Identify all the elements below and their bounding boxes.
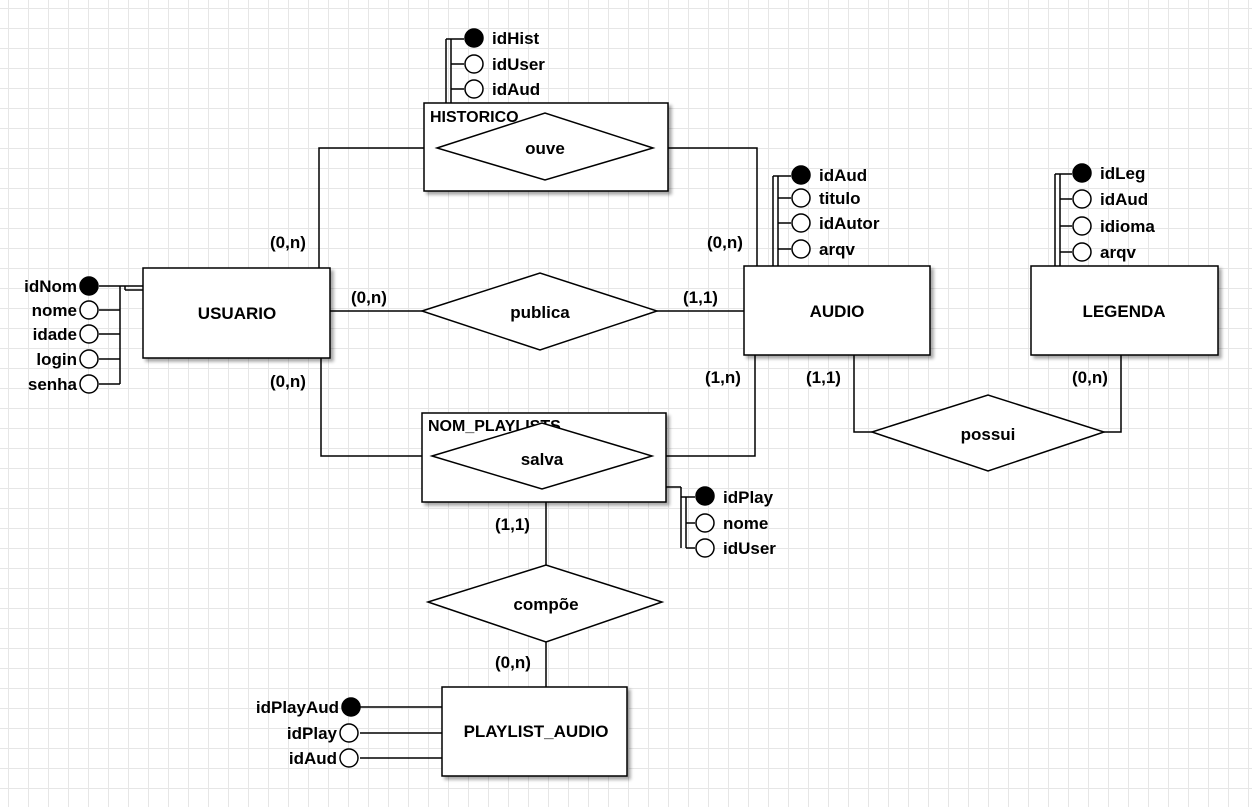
attributes-playlist-audio: idPlayAud idPlay idAud — [256, 697, 361, 768]
attribute: idAud — [1100, 190, 1148, 209]
cardinality-label: (0,n) — [270, 233, 306, 252]
attribute-icon — [1072, 189, 1092, 209]
relationship-compoe-label: compõe — [513, 595, 578, 614]
attribute: idHist — [492, 29, 540, 48]
cardinality-label: (1,1) — [683, 288, 718, 307]
associative-entity-historico[interactable]: HISTORICO ouve — [423, 102, 669, 192]
primary-key-icon — [1072, 163, 1092, 183]
attribute: idLeg — [1100, 164, 1145, 183]
attribute: nome — [723, 514, 768, 533]
attribute-icon — [339, 723, 359, 743]
attribute: idade — [33, 325, 77, 344]
relationship-publica-label: publica — [510, 303, 570, 322]
cardinality-label: (1,n) — [705, 368, 741, 387]
entity-usuario[interactable]: USUARIO — [142, 267, 331, 359]
entity-playlist-audio[interactable]: PLAYLIST_AUDIO — [441, 686, 628, 777]
cardinalities: (0,n) (0,n) (0,n) (1,1) (0,n) (1,n) (1,1… — [270, 233, 1108, 672]
attribute-icon — [695, 538, 715, 558]
attributes-legenda: idLeg idAud idioma arqv — [1072, 163, 1155, 262]
attribute-icon — [464, 79, 484, 99]
relationship-publica[interactable]: publica — [419, 272, 660, 351]
connection-lines — [99, 38, 1122, 759]
entity-usuario-label: USUARIO — [198, 304, 276, 323]
relationship-salva-label: salva — [521, 450, 564, 469]
attribute: arqv — [819, 240, 855, 259]
attribute: idAutor — [819, 214, 880, 233]
attributes-audio: idAud titulo idAutor arqv — [791, 165, 880, 259]
relationship-ouve-label: ouve — [525, 139, 565, 158]
primary-key-icon — [791, 165, 811, 185]
primary-key-icon — [341, 697, 361, 717]
historico-label: HISTORICO — [430, 109, 519, 126]
attribute: idAud — [289, 749, 337, 768]
attribute-icon — [339, 748, 359, 768]
relationship-possui[interactable]: possui — [869, 394, 1107, 472]
entity-legenda-label: LEGENDA — [1082, 302, 1165, 321]
attribute: senha — [28, 375, 78, 394]
attribute-icon — [1072, 216, 1092, 236]
cardinality-label: (0,n) — [270, 372, 306, 391]
cardinality-label: (0,n) — [351, 288, 387, 307]
attribute-icon — [79, 349, 99, 369]
attribute: idPlay — [723, 488, 774, 507]
entity-audio[interactable]: AUDIO — [743, 265, 931, 356]
attribute-icon — [464, 54, 484, 74]
primary-key-icon — [464, 28, 484, 48]
attribute-icon — [791, 188, 811, 208]
cardinality-label: (1,1) — [806, 368, 841, 387]
relationship-ouve[interactable] — [434, 112, 656, 181]
attribute: idAud — [819, 166, 867, 185]
attribute-icon — [79, 374, 99, 394]
attribute-icon — [79, 324, 99, 344]
attribute: idioma — [1100, 217, 1155, 236]
attribute-icon — [1072, 242, 1092, 262]
attribute-icon — [79, 300, 99, 320]
attribute: idPlayAud — [256, 698, 339, 717]
attributes-historico: idHist idUser idAud — [464, 28, 545, 99]
cardinality-label: (0,n) — [1072, 368, 1108, 387]
attribute: arqv — [1100, 243, 1136, 262]
entity-playlist-audio-label: PLAYLIST_AUDIO — [464, 722, 609, 741]
attribute: idAud — [492, 80, 540, 99]
cardinality-label: (0,n) — [495, 653, 531, 672]
attribute: idNom — [24, 277, 77, 296]
attributes-usuario: idNom nome idade login senha — [24, 276, 99, 394]
attribute: idPlay — [287, 724, 338, 743]
attribute: nome — [32, 301, 77, 320]
primary-key-icon — [79, 276, 99, 296]
relationship-possui-label: possui — [961, 425, 1016, 444]
attributes-nom-playlists: idPlay nome idUser — [695, 486, 776, 558]
attribute-icon — [791, 213, 811, 233]
attribute: titulo — [819, 189, 861, 208]
attribute-icon — [695, 513, 715, 533]
attribute: login — [36, 350, 77, 369]
cardinality-label: (0,n) — [707, 233, 743, 252]
entity-audio-label: AUDIO — [810, 302, 865, 321]
attribute-icon — [791, 239, 811, 259]
cardinality-label: (1,1) — [495, 515, 530, 534]
attribute: idUser — [723, 539, 776, 558]
relationship-salva[interactable] — [429, 422, 655, 490]
entity-legenda[interactable]: LEGENDA — [1030, 265, 1219, 356]
associative-entity-nom-playlists[interactable]: NOM_PLAYLISTS salva — [421, 412, 667, 503]
attribute: idUser — [492, 55, 545, 74]
relationship-compoe[interactable]: compõe — [425, 564, 665, 643]
primary-key-icon — [695, 486, 715, 506]
